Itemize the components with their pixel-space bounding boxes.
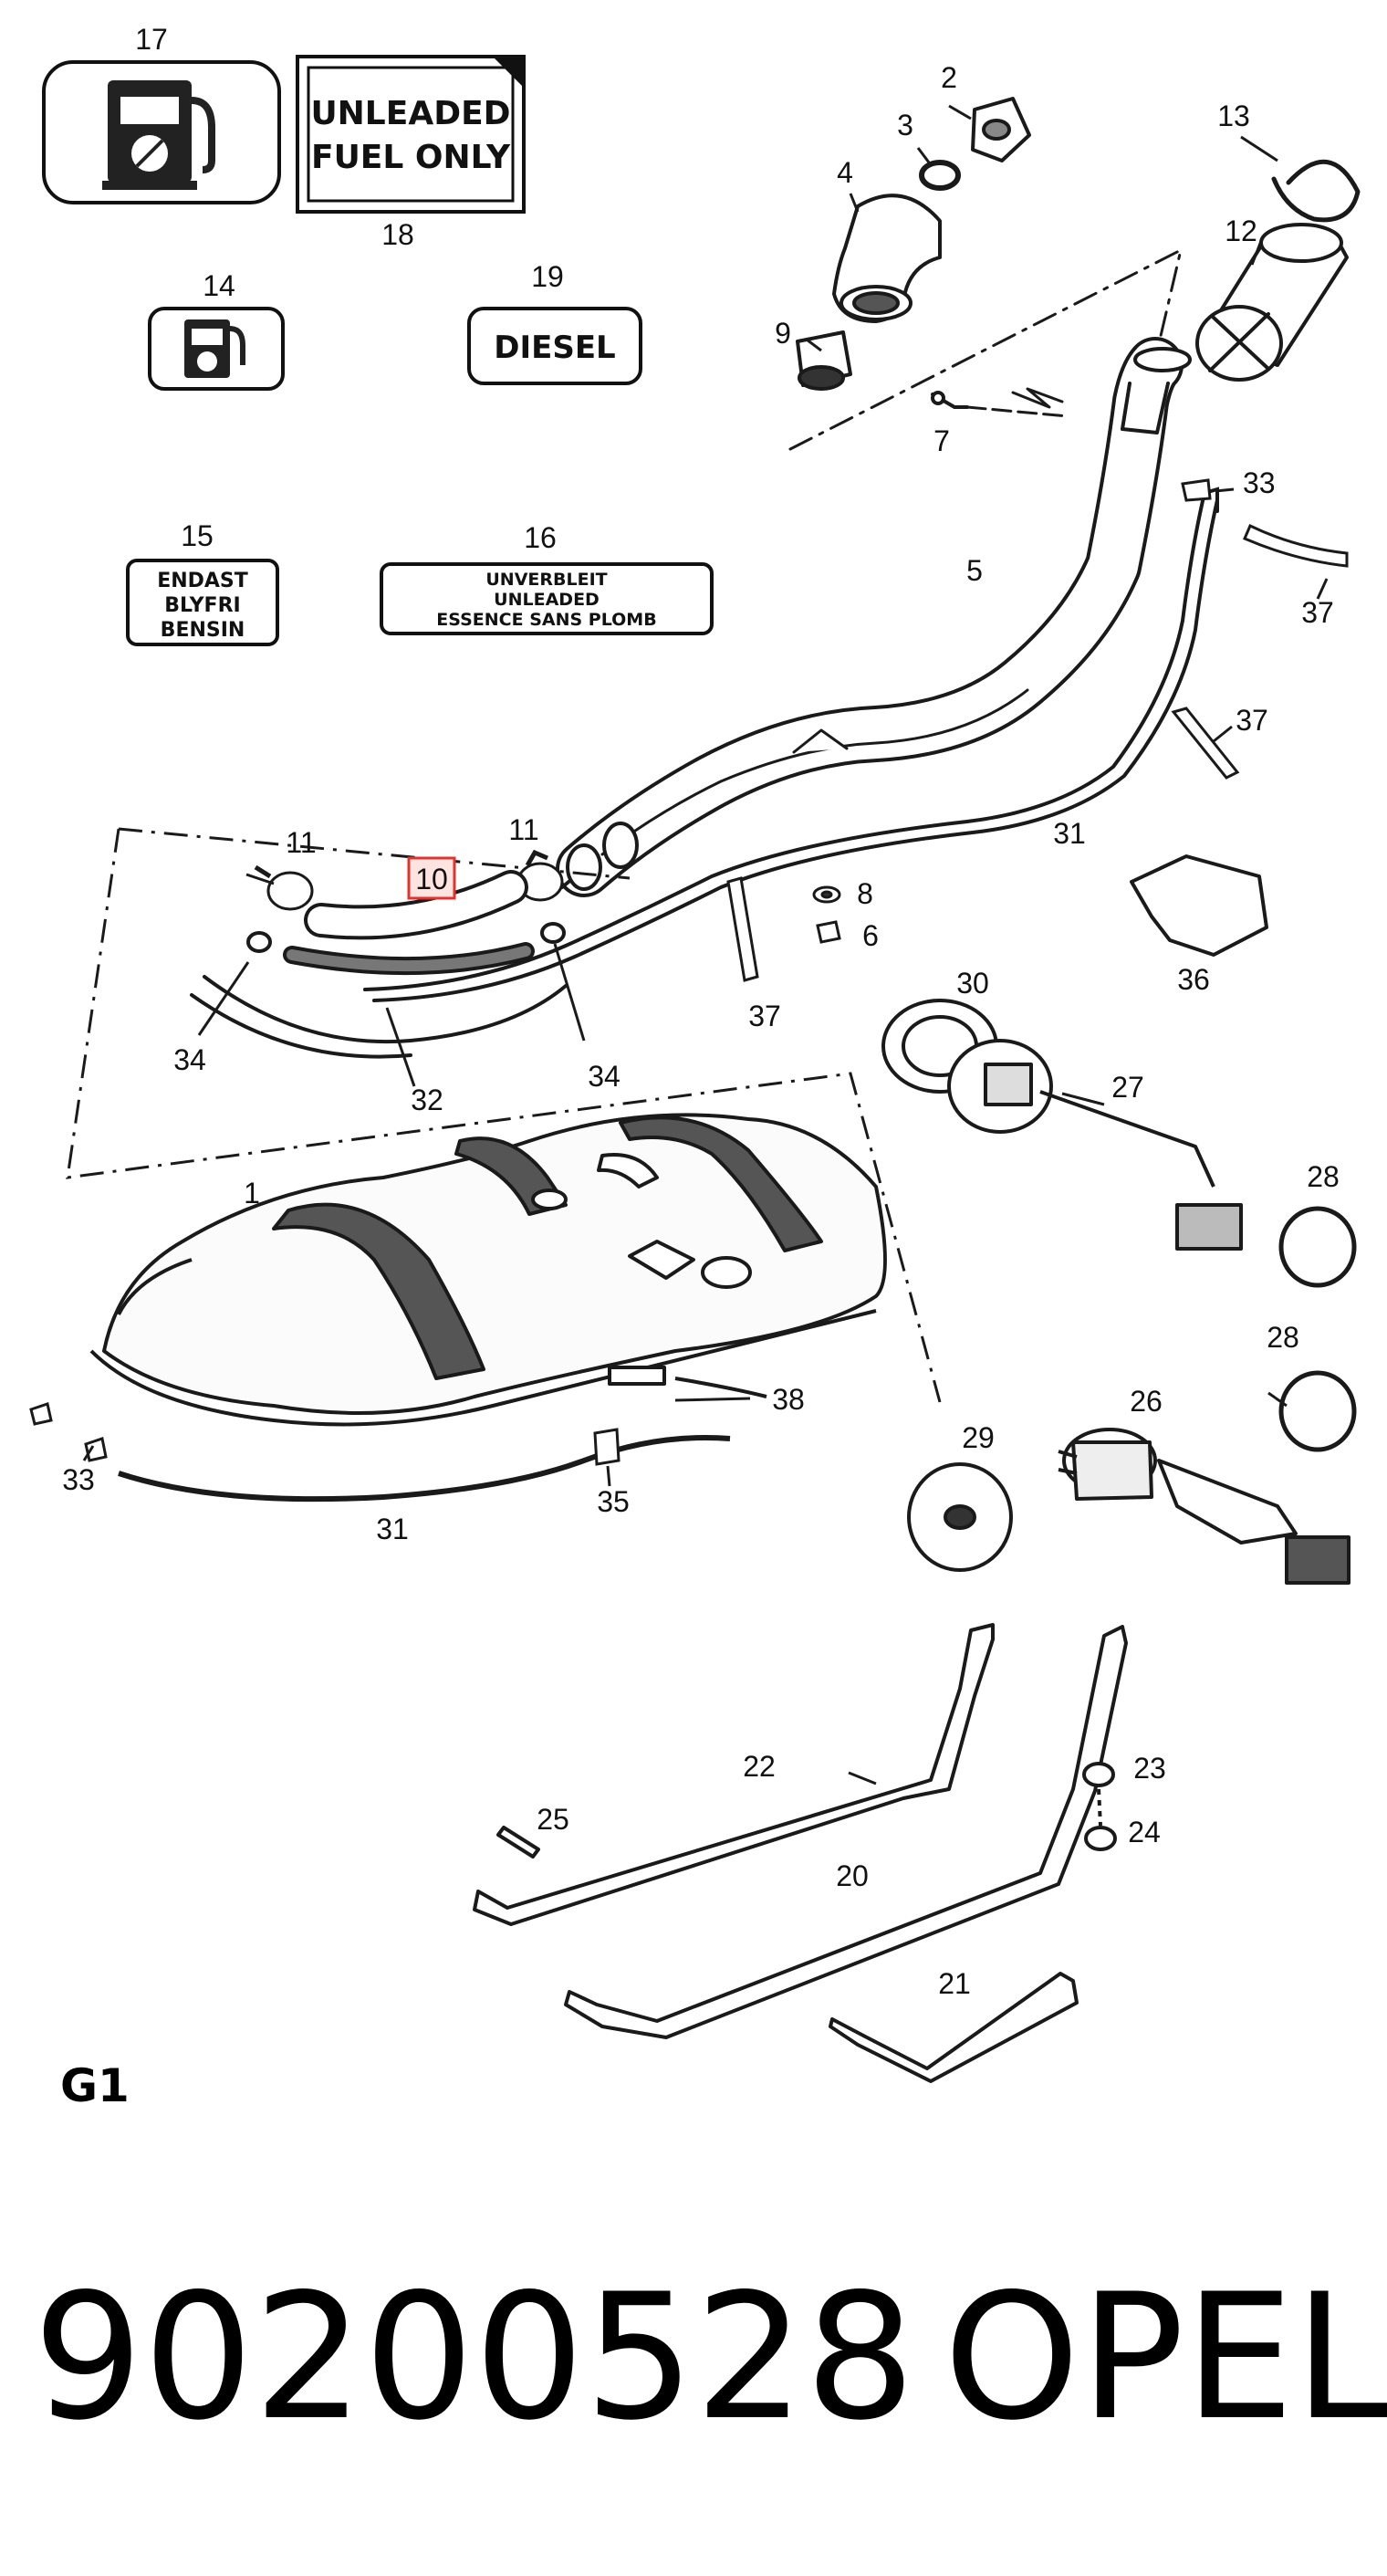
callout-24: 24 bbox=[1128, 1816, 1161, 1848]
callout-11-right: 11 bbox=[508, 813, 538, 846]
filler-housing bbox=[1195, 223, 1349, 382]
callout-37-middle: 37 bbox=[1236, 704, 1268, 737]
callout-9: 9 bbox=[775, 317, 791, 350]
clip-top bbox=[1181, 478, 1212, 502]
callout-38: 38 bbox=[772, 1383, 805, 1416]
hose-clamp-right bbox=[516, 849, 564, 902]
tank-strap-21 bbox=[829, 1972, 1079, 2083]
cable-ties bbox=[726, 523, 1349, 982]
unverbleit-line3: ESSENCE SANS PLOMB bbox=[436, 610, 656, 630]
fuel-pump-sign-large bbox=[42, 60, 281, 204]
unverbleit-sign: UNVERBLEIT UNLEADED ESSENCE SANS PLOMB bbox=[380, 562, 714, 635]
callout-18: 18 bbox=[381, 218, 414, 251]
callout-10-highlight[interactable]: 10 bbox=[407, 856, 456, 900]
callout-28-upper: 28 bbox=[1307, 1160, 1340, 1193]
callout-34-right: 34 bbox=[588, 1060, 620, 1093]
callout-36: 36 bbox=[1177, 963, 1210, 996]
callout-17: 17 bbox=[135, 23, 168, 56]
mounting-bracket bbox=[1130, 854, 1268, 957]
callout-5: 5 bbox=[966, 554, 983, 587]
callout-28-lower: 28 bbox=[1267, 1321, 1299, 1354]
small-clamp-left bbox=[246, 931, 272, 953]
callout-2: 2 bbox=[941, 61, 957, 94]
callout-16: 16 bbox=[524, 521, 557, 554]
callout-15: 15 bbox=[181, 519, 214, 552]
strainer-disc bbox=[907, 1462, 1013, 1572]
endast-blyfri-sign: ENDAST BLYFRI BENSIN bbox=[126, 559, 279, 646]
unleaded-sign-line2: FUEL ONLY bbox=[311, 139, 511, 176]
callout-31-upper: 31 bbox=[1053, 817, 1086, 850]
callout-32: 32 bbox=[411, 1084, 443, 1116]
diesel-sign: DIESEL bbox=[467, 307, 642, 385]
small-clamp-right bbox=[540, 922, 566, 944]
fuel-pump-small-icon bbox=[184, 319, 245, 378]
callout-34-left: 34 bbox=[173, 1043, 206, 1076]
callout-1: 1 bbox=[244, 1177, 260, 1209]
callout-4: 4 bbox=[837, 156, 853, 189]
callout-3: 3 bbox=[897, 109, 913, 141]
callout-25: 25 bbox=[537, 1803, 569, 1836]
callout-14: 14 bbox=[203, 269, 235, 302]
endast-line2: BLYFRI bbox=[164, 594, 240, 617]
callout-6: 6 bbox=[862, 919, 879, 952]
callout-33-lower: 33 bbox=[62, 1463, 95, 1496]
snap-ring bbox=[1271, 159, 1361, 223]
diesel-sign-text: DIESEL bbox=[494, 330, 615, 366]
callout-21: 21 bbox=[938, 1967, 971, 2000]
tank-strap-22 bbox=[473, 1623, 995, 1926]
callout-37-upper: 37 bbox=[1301, 596, 1334, 629]
unleaded-fuel-only-sign: UNLEADED FUEL ONLY bbox=[296, 55, 526, 214]
vent-line bbox=[190, 487, 1219, 1059]
sender-float bbox=[1175, 1203, 1243, 1251]
screw bbox=[931, 391, 969, 409]
pin bbox=[496, 1826, 540, 1859]
brand-name: OPEL bbox=[944, 2257, 1387, 2458]
hose-clamp-left bbox=[254, 864, 314, 911]
callout-33-top: 33 bbox=[1243, 466, 1276, 499]
part-number: 90200528 bbox=[33, 2257, 915, 2458]
callout-31-lower: 31 bbox=[376, 1513, 409, 1545]
unleaded-sign-line1: UNLEADED bbox=[310, 95, 510, 132]
callout-30: 30 bbox=[956, 967, 989, 1000]
seal-ring-upper bbox=[1278, 1206, 1357, 1288]
callout-11-left: 11 bbox=[286, 826, 316, 859]
tank-strap-20 bbox=[564, 1625, 1128, 2039]
fuel-pump-sign-small bbox=[148, 307, 285, 391]
filler-pipe bbox=[556, 337, 1192, 897]
callout-20: 20 bbox=[836, 1859, 869, 1892]
filler-cap bbox=[971, 97, 1031, 162]
endast-line1: ENDAST bbox=[157, 570, 248, 592]
callout-29: 29 bbox=[962, 1421, 995, 1454]
sender-flange bbox=[947, 1039, 1053, 1134]
callout-8: 8 bbox=[857, 877, 873, 910]
seal-ring bbox=[919, 160, 961, 191]
lower-vent-line bbox=[118, 1435, 731, 1503]
callout-22: 22 bbox=[743, 1750, 776, 1783]
callout-13: 13 bbox=[1217, 99, 1250, 132]
seal-ring-lower bbox=[1278, 1370, 1357, 1452]
callout-26: 26 bbox=[1130, 1385, 1163, 1418]
callout-37-lower: 37 bbox=[748, 1000, 781, 1032]
callout-23: 23 bbox=[1133, 1752, 1166, 1785]
callout-7: 7 bbox=[933, 424, 950, 457]
nut-lower bbox=[1084, 1826, 1117, 1851]
callout-35: 35 bbox=[597, 1485, 630, 1518]
callout-27: 27 bbox=[1111, 1071, 1144, 1104]
sender-arm bbox=[1039, 1090, 1215, 1188]
unverbleit-line2: UNLEADED bbox=[494, 590, 600, 610]
fuel-tank bbox=[89, 1113, 887, 1427]
callout-10: 10 bbox=[415, 863, 448, 895]
callout-19: 19 bbox=[531, 260, 564, 293]
fuel-pump-icon bbox=[102, 80, 215, 190]
unverbleit-line1: UNVERBLEIT bbox=[485, 570, 607, 590]
nut-upper bbox=[1082, 1762, 1115, 1787]
callout-12: 12 bbox=[1225, 215, 1257, 247]
filler-boot bbox=[832, 194, 942, 323]
grommet bbox=[796, 330, 852, 391]
page-code: G1 bbox=[60, 2059, 130, 2112]
endast-line3: BENSIN bbox=[161, 619, 245, 642]
washer-and-bolt bbox=[812, 885, 841, 944]
fuel-pump-assembly bbox=[1058, 1428, 1350, 1585]
